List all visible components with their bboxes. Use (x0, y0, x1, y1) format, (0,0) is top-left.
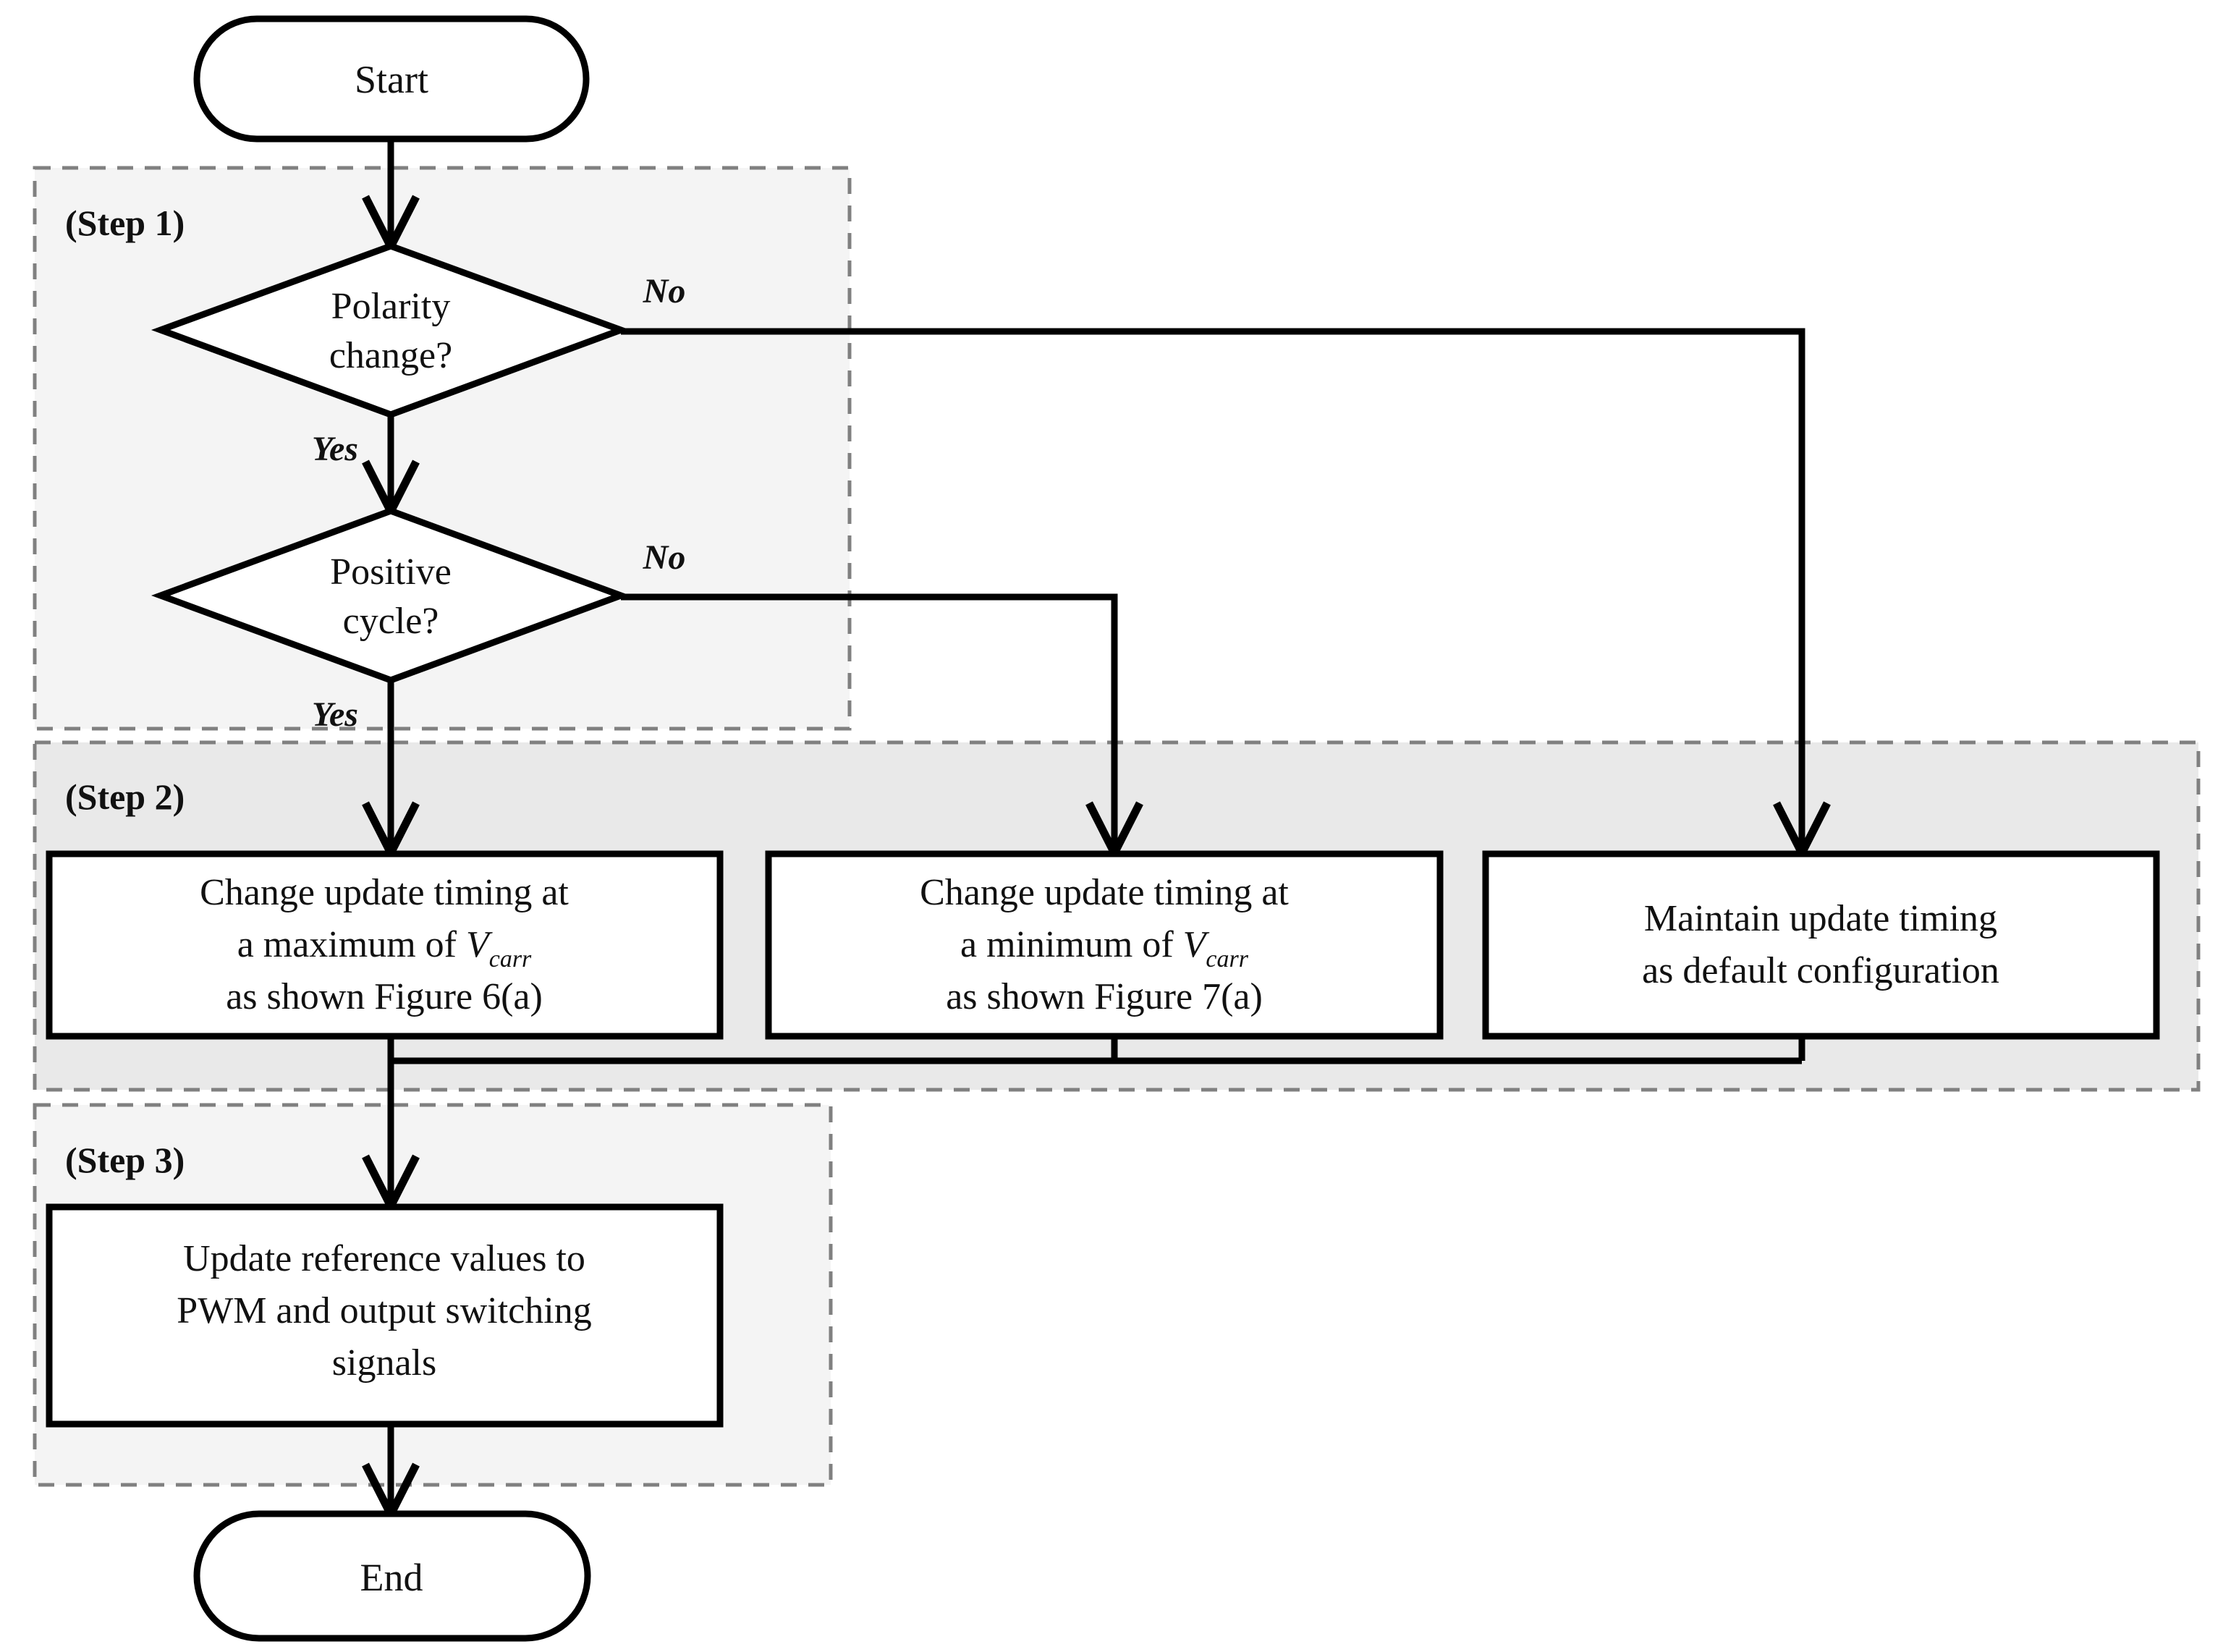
process-maximum-line2-pre: a maximum of (237, 924, 466, 965)
decision-positive-cycle[interactable]: Positive cycle? (151, 507, 631, 684)
process-update-line2: PWM and output switching (177, 1290, 591, 1331)
edge-merge-bus (387, 1036, 1805, 1064)
process-maintain-line1: Maintain update timing (1644, 898, 1997, 939)
process-minimum-line1: Change update timing at (920, 872, 1289, 913)
terminal-end[interactable]: End (193, 1510, 591, 1642)
decision-polarity-change[interactable]: Polarity change? (151, 242, 631, 418)
process-maximum-line2: a maximum of Vcarr (237, 924, 532, 973)
decision-polarity-line2: change? (329, 335, 452, 376)
edge-label-positive-no: No (643, 538, 686, 577)
process-update-line3: signals (332, 1342, 436, 1384)
process-minimum-line3: as shown Figure 7(a) (946, 976, 1263, 1017)
edge-label-polarity-yes: Yes (312, 430, 358, 468)
process-minimum-subscript: carr (1206, 946, 1248, 973)
edge-label-positive-yes: Yes (312, 695, 358, 734)
process-update-line1: Update reference values to (183, 1238, 585, 1279)
process-change-timing-minimum[interactable]: Change update timing at a minimum of Vca… (765, 850, 1444, 1040)
process-maintain-timing[interactable]: Maintain update timing as default config… (1482, 850, 2160, 1040)
terminal-end-label: End (360, 1556, 423, 1599)
terminal-start-label: Start (355, 58, 428, 101)
decision-positive-line1: Positive (330, 551, 452, 593)
process-maximum-subscript: carr (489, 946, 532, 973)
decision-polarity-line1: Polarity (331, 286, 451, 327)
zone-label-step1: (Step 1) (65, 203, 185, 243)
process-maximum-line1: Change update timing at (200, 872, 569, 913)
process-change-timing-maximum[interactable]: Change update timing at a maximum of Vca… (46, 850, 724, 1040)
process-maintain-line2: as default configuration (1642, 950, 1999, 991)
terminal-start[interactable]: Start (193, 15, 590, 143)
zone-label-step2: (Step 2) (65, 776, 185, 817)
process-minimum-var: V (1183, 924, 1210, 965)
process-maximum-var: V (466, 924, 493, 965)
zone-label-step3: (Step 3) (65, 1140, 185, 1180)
process-minimum-line2: a minimum of Vcarr (960, 924, 1249, 973)
decision-positive-line2: cycle? (343, 601, 439, 642)
process-update-reference-values[interactable]: Update reference values to PWM and outpu… (46, 1203, 724, 1428)
process-maximum-line3: as shown Figure 6(a) (226, 976, 543, 1017)
edge-label-polarity-no: No (643, 272, 686, 310)
process-minimum-line2-pre: a minimum of (960, 924, 1183, 965)
